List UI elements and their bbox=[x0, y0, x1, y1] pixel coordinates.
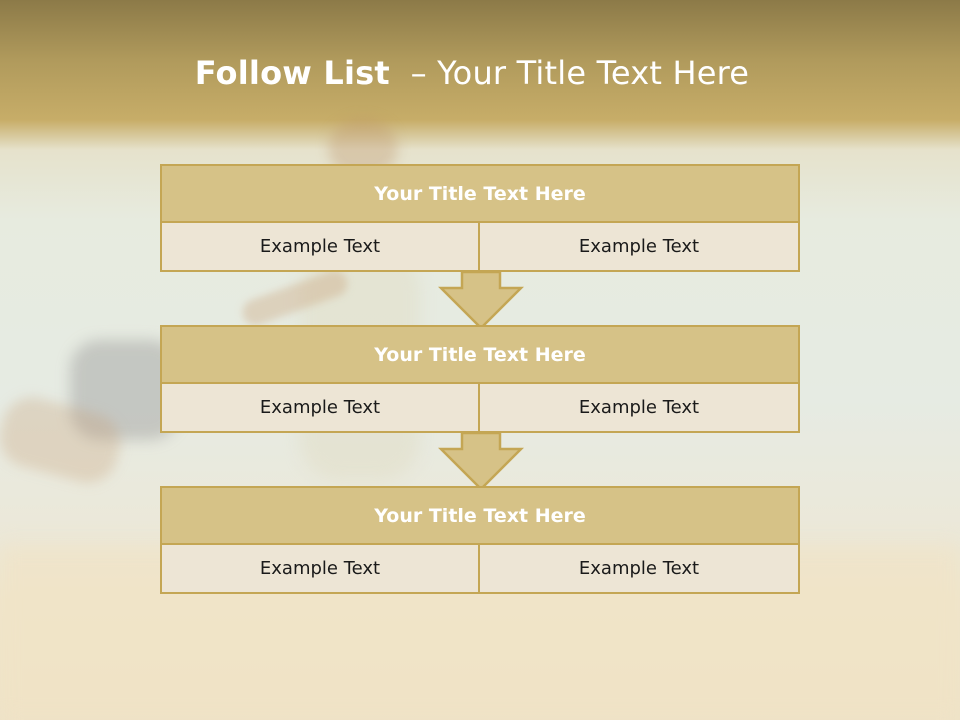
block-title: Your Title Text Here bbox=[160, 164, 800, 223]
down-arrow-icon bbox=[438, 270, 524, 330]
block-cell-left: Example Text bbox=[160, 545, 480, 594]
list-block-2: Your Title Text Here Example Text Exampl… bbox=[160, 325, 800, 433]
block-cells: Example Text Example Text bbox=[160, 545, 800, 594]
list-block-1: Your Title Text Here Example Text Exampl… bbox=[160, 164, 800, 272]
block-cell-right: Example Text bbox=[480, 545, 800, 594]
slide-title-rest: – Your Title Text Here bbox=[389, 54, 750, 92]
down-arrow-icon bbox=[438, 431, 524, 491]
block-cell-left: Example Text bbox=[160, 223, 480, 272]
list-block-3: Your Title Text Here Example Text Exampl… bbox=[160, 486, 800, 594]
block-cells: Example Text Example Text bbox=[160, 384, 800, 433]
slide-title: Follow List – Your Title Text Here bbox=[0, 54, 944, 92]
block-cells: Example Text Example Text bbox=[160, 223, 800, 272]
block-title: Your Title Text Here bbox=[160, 486, 800, 545]
slide-title-bold: Follow List bbox=[194, 54, 390, 92]
block-cell-left: Example Text bbox=[160, 384, 480, 433]
block-cell-right: Example Text bbox=[480, 223, 800, 272]
block-title: Your Title Text Here bbox=[160, 325, 800, 384]
block-cell-right: Example Text bbox=[480, 384, 800, 433]
